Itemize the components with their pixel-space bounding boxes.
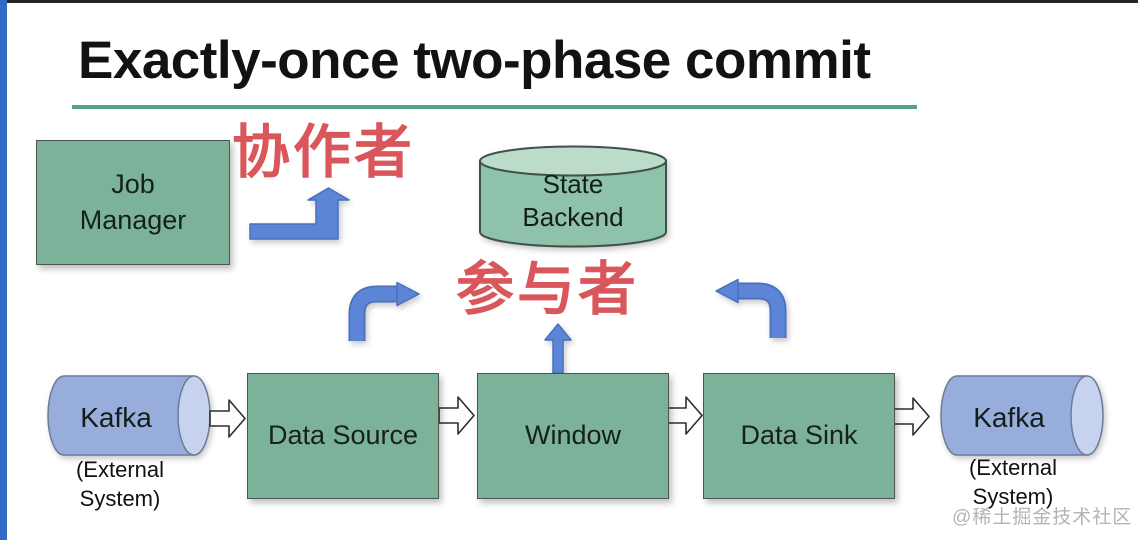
data-sink-label: Data Sink xyxy=(740,420,858,451)
external-label-line1: (External xyxy=(968,455,1058,480)
external-label-line1: (External xyxy=(75,457,165,482)
top-edge-line xyxy=(0,0,1138,3)
page-title: Exactly-once two-phase commit xyxy=(78,31,871,90)
kafka-right-external-system-label: (External System) xyxy=(933,454,1093,511)
up-arrow-icon xyxy=(544,323,572,374)
kafka-right-cylinder xyxy=(940,375,1104,456)
window-box: Window xyxy=(477,373,669,499)
job-manager-label-line2: Manager xyxy=(79,204,187,235)
external-label-line2: System) xyxy=(972,483,1054,509)
flow-arrow-icon-4 xyxy=(893,397,930,436)
data-sink-box: Data Sink xyxy=(703,373,895,499)
state-backend-cylinder xyxy=(479,145,667,248)
data-source-box: Data Source xyxy=(247,373,439,499)
data-source-label: Data Source xyxy=(267,420,419,451)
kafka-left-label: Kafka xyxy=(80,402,152,433)
job-manager-box: Job Manager xyxy=(36,140,230,265)
state-backend-label: State Backend xyxy=(477,168,669,233)
kafka-right-label: Kafka xyxy=(973,402,1045,433)
watermark: @稀土掘金技术社区 xyxy=(952,507,1133,528)
left-edge-bar xyxy=(0,0,7,540)
external-label-line2: System) xyxy=(79,485,161,511)
flow-arrow-icon-2 xyxy=(438,396,475,435)
flow-arrow-icon-1 xyxy=(209,399,246,438)
curved-arrow-left-icon xyxy=(715,278,787,338)
title-underline xyxy=(72,105,917,109)
state-backend-label-line1: State xyxy=(542,169,604,199)
kafka-left-cylinder xyxy=(47,375,211,456)
job-manager-label-line1: Job xyxy=(111,169,155,200)
bent-up-arrow-icon xyxy=(249,187,350,240)
curved-arrow-right-icon xyxy=(348,281,420,341)
participant-label: 参与者 xyxy=(456,257,640,322)
coordinator-label: 协作者 xyxy=(232,120,416,185)
flow-arrow-icon-3 xyxy=(666,396,703,435)
kafka-left-external-system-label: (External System) xyxy=(40,456,200,513)
state-backend-label-line2: Backend xyxy=(522,201,624,232)
window-label: Window xyxy=(524,420,622,451)
